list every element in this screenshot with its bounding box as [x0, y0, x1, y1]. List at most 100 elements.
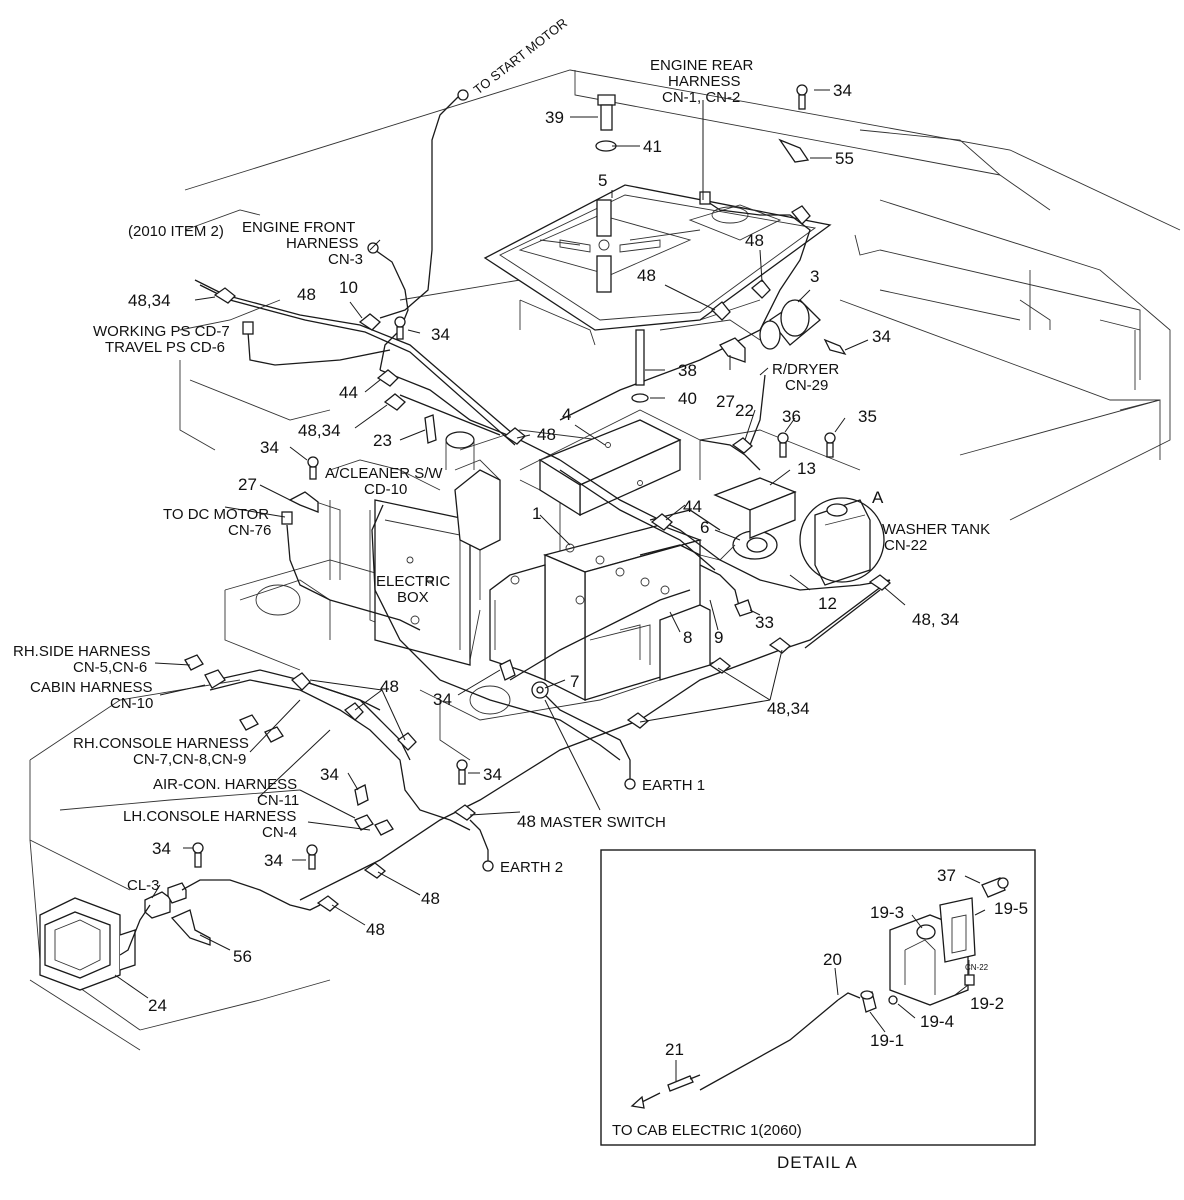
part-13: 13 — [797, 459, 816, 478]
to-dc-motor-label-2: CN-76 — [228, 522, 271, 539]
part-20: 20 — [823, 950, 842, 969]
part-35: 35 — [858, 407, 877, 426]
part-34-top: 34 — [833, 81, 852, 100]
detail-a-title: DETAIL A — [777, 1153, 858, 1172]
part-44-b: 44 — [683, 497, 702, 516]
air-con-label-1: AIR-CON. HARNESS — [153, 776, 297, 793]
part-27-a: 27 — [716, 392, 735, 411]
part-34-g: 34 — [320, 765, 339, 784]
lh-console-label-2: CN-4 — [262, 824, 297, 841]
part-19-5: 19-5 — [994, 899, 1028, 918]
rh-side-label-1: RH.SIDE HARNESS — [13, 643, 151, 660]
washer-tank-label-1: WASHER TANK — [882, 521, 990, 538]
part-48-34-top: 48,34 — [128, 291, 171, 310]
part-36: 36 — [782, 407, 801, 426]
bolts — [192, 84, 847, 870]
part-48-b: 48 — [637, 266, 656, 285]
part-48-a: 48 — [745, 231, 764, 250]
part-34-h: 34 — [152, 839, 171, 858]
earth-1-label: EARTH 1 — [642, 777, 705, 794]
part-48-34-low: 48,34 — [767, 699, 810, 718]
battery-holder — [519, 409, 701, 517]
engine-rear-label-1: ENGINE REAR — [650, 57, 754, 74]
lh-console-label-1: LH.CONSOLE HARNESS — [123, 808, 296, 825]
part-8: 8 — [683, 628, 692, 647]
detail-a-frame — [600, 849, 1036, 1146]
bracket-13 — [713, 477, 797, 539]
part-37: 37 — [937, 866, 956, 885]
part-41: 41 — [643, 137, 662, 156]
part-48-c: 48 — [297, 285, 316, 304]
bracket-56 — [170, 909, 211, 946]
engine-front-label-2: HARNESS — [286, 235, 359, 252]
part-19-1: 19-1 — [870, 1031, 904, 1050]
part-56: 56 — [233, 947, 252, 966]
horn — [699, 530, 778, 561]
part-55: 55 — [835, 149, 854, 168]
part-3: 3 — [810, 267, 819, 286]
cl-3-label: CL-3 — [127, 877, 160, 894]
leader-lines — [114, 89, 906, 999]
part-33: 33 — [755, 613, 774, 632]
part-19-3: 19-3 — [870, 903, 904, 922]
a-cleaner-label-1: A/CLEANER S/W — [325, 465, 443, 482]
connector-cl3 — [144, 882, 187, 919]
part-48-34-mid: 48,34 — [298, 421, 341, 440]
r-dryer-label-2: CN-29 — [785, 377, 828, 394]
travel-ps-label: TRAVEL PS CD-6 — [105, 339, 225, 356]
a-cleaner-label-2: CD-10 — [364, 481, 407, 498]
batteries — [489, 524, 711, 702]
part-34-c: 34 — [431, 325, 450, 344]
engine-front-label-3: CN-3 — [328, 251, 363, 268]
part-19-4: 19-4 — [920, 1012, 954, 1031]
part-40: 40 — [678, 389, 697, 408]
part-27-b: 27 — [238, 475, 257, 494]
electric-box — [374, 499, 471, 666]
washer-tank — [799, 497, 885, 586]
part-6: 6 — [700, 518, 709, 537]
item-2010-label: (2010 ITEM 2) — [128, 223, 224, 240]
part-48-h: 48 — [366, 920, 385, 939]
rh-console-label-1: RH.CONSOLE HARNESS — [73, 735, 249, 752]
part-24: 24 — [148, 996, 167, 1015]
part-38: 38 — [678, 361, 697, 380]
work-lamp — [39, 897, 136, 991]
part-48-34-right: 48, 34 — [912, 610, 959, 629]
part-34-e: 34 — [433, 690, 452, 709]
engine-front-label-1: ENGINE FRONT — [242, 219, 355, 236]
earth-2-label: EARTH 2 — [500, 859, 563, 876]
part-48-f: 48 — [517, 812, 536, 831]
electric-box-label-1: ELECTRIC — [376, 573, 450, 590]
receiver-dryer — [759, 299, 821, 350]
part-48-d: 48 — [537, 425, 556, 444]
part-39: 39 — [545, 108, 564, 127]
part-number-labels: 39 41 5 34 55 48 48 3 34 48,34 48 10 34 … — [128, 81, 959, 1015]
part-34-d: 34 — [260, 438, 279, 457]
tank-top-plate — [483, 184, 832, 346]
callout-labels: TO START MOTOR ENGINE REAR HARNESS CN-1,… — [13, 15, 990, 894]
cn-22-small-label: CN-22 — [965, 963, 989, 972]
rh-side-label-2: CN-5,CN-6 — [73, 659, 147, 676]
engine-rear-label-3: CN-1, CN-2 — [662, 89, 740, 106]
rh-console-label-2: CN-7,CN-8,CN-9 — [133, 751, 246, 768]
part-34-i: 34 — [264, 851, 283, 870]
part-34-f: 34 — [483, 765, 502, 784]
part-21: 21 — [665, 1040, 684, 1059]
part-5: 5 — [598, 171, 607, 190]
detail-a-panel: CN-22 37 19-3 19-5 20 19-2 19-4 19-1 21 — [600, 849, 1036, 1146]
part-19-2: 19-2 — [970, 994, 1004, 1013]
part-9: 9 — [714, 628, 723, 647]
to-dc-motor-label-1: TO DC MOTOR — [163, 506, 269, 523]
r-dryer-label-1: R/DRYER — [772, 361, 839, 378]
part-10: 10 — [339, 278, 358, 297]
part-12: 12 — [818, 594, 837, 613]
harness-routing — [119, 89, 891, 956]
air-cleaner-hose — [445, 431, 501, 551]
air-con-label-2: CN-11 — [257, 792, 299, 809]
part-34-right: 34 — [872, 327, 891, 346]
detail-a-marker: A — [872, 488, 884, 507]
electric-box-label-2: BOX — [397, 589, 429, 606]
part-48-g: 48 — [421, 889, 440, 908]
part-22: 22 — [735, 401, 754, 420]
